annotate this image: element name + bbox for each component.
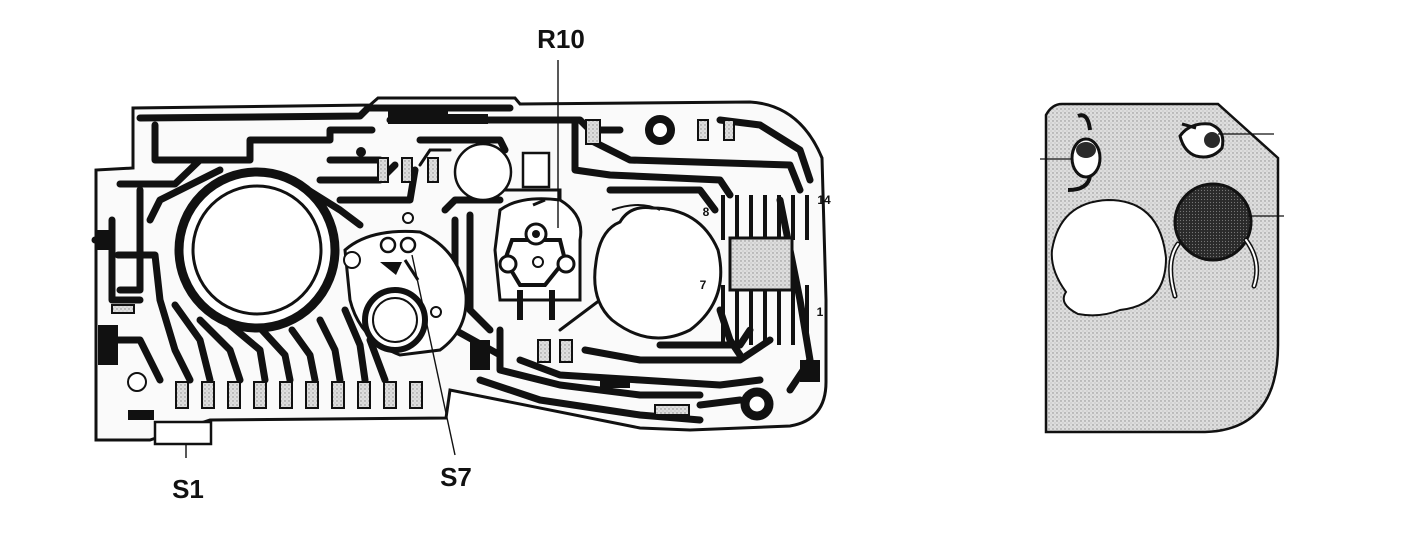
detail-round-opening: [1050, 198, 1168, 317]
detail-capacitor: [1067, 113, 1102, 192]
detail-leader-lines: [1040, 133, 1284, 217]
s7-switch-assembly: [343, 229, 468, 357]
thin-traces: [418, 148, 602, 332]
large-opening-inner-ring: [191, 184, 323, 316]
leader-lines: [185, 60, 559, 458]
ic-chip: [721, 195, 809, 345]
s1-label: S1: [172, 474, 204, 504]
solder-pads: [111, 119, 735, 416]
ic-pin-8-label: 8: [703, 205, 710, 219]
ic-pin-14-label: 14: [817, 193, 831, 207]
round-hole: [453, 142, 513, 202]
photocell-window: [593, 206, 723, 340]
circuit-board: R10 S1 S7 8 14 7 1: [91, 24, 831, 504]
s7-label: S7: [440, 462, 472, 492]
r10-label: R10: [537, 24, 585, 54]
detail-small-component: [1178, 122, 1225, 159]
component-side-detail: [1040, 102, 1284, 434]
s1-switch-body: [153, 420, 213, 446]
detail-photocell: [1173, 182, 1253, 262]
r10-trimmer-potentiometer: [493, 197, 583, 320]
square-hole: [521, 151, 551, 189]
black-lands: [96, 110, 820, 420]
mounting-eyelets: [127, 115, 774, 421]
ic-pin-1-label: 1: [817, 305, 824, 319]
ic-pin-7-label: 7: [700, 278, 707, 292]
